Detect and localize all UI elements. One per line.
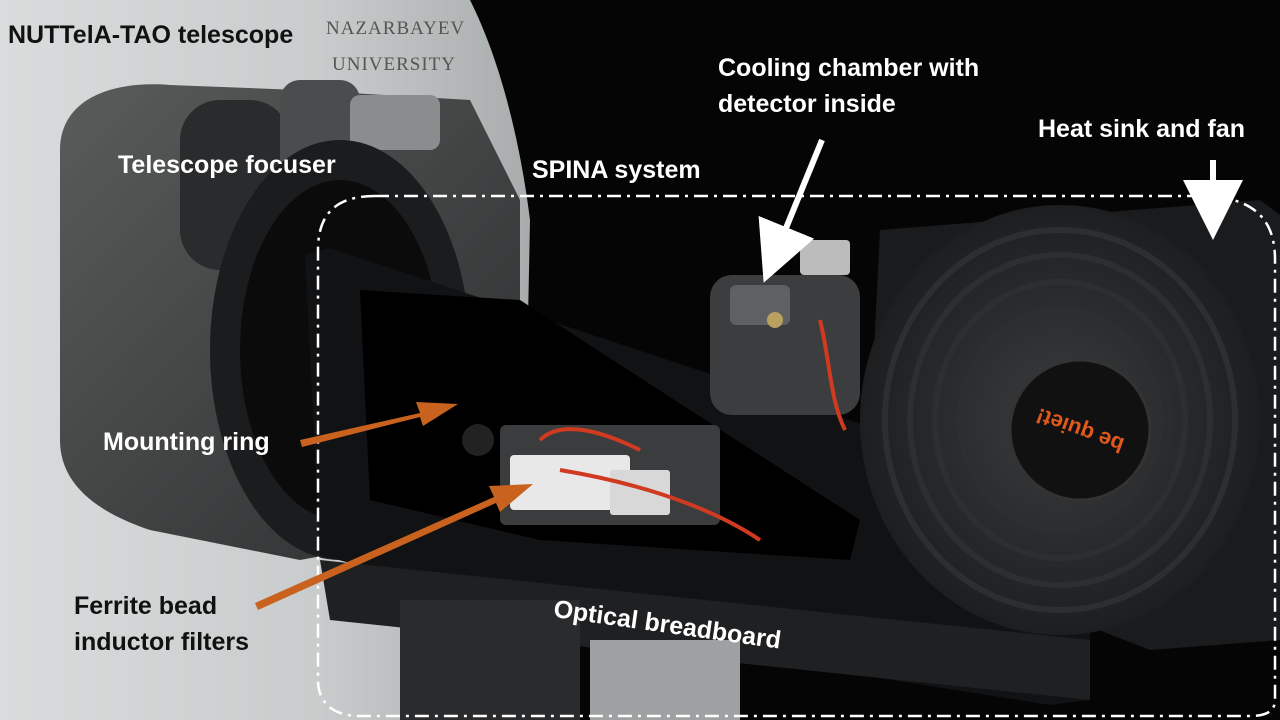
mounting-ring-arrow <box>300 402 458 447</box>
mount-base-plate <box>590 640 740 720</box>
heat-sink-label: Heat sink and fan <box>1038 115 1245 143</box>
spina-boundary <box>316 194 1277 718</box>
university-logo: NAZARBAYEV UNIVERSITY <box>326 18 465 75</box>
cooling-chamber-arrow <box>758 138 825 283</box>
university-logo-line1: NAZARBAYEV <box>326 18 465 39</box>
heat-sink-fan: be quiet! <box>860 200 1280 650</box>
ferrite-bead-label-line2: inductor filters <box>74 628 250 656</box>
ferrite-bead-arrow <box>255 484 533 610</box>
telescope-focuser-label: Telescope focuser <box>118 151 336 179</box>
ferrite-bead-label-line1: Ferrite bead <box>74 592 218 620</box>
telescope-title-label: NUTTelA-TAO telescope <box>8 21 294 49</box>
electronics-board <box>462 424 762 542</box>
mount-base <box>400 600 580 720</box>
university-logo-line2: UNIVERSITY <box>332 54 456 75</box>
cooling-chamber <box>710 240 860 431</box>
spina-system-label: SPINA system <box>532 156 701 184</box>
cooling-chamber-label-line1: Cooling chamber with <box>718 54 980 82</box>
cooling-chamber-label-line2: detector inside <box>718 90 896 118</box>
mounting-ring-label: Mounting ring <box>103 428 270 456</box>
